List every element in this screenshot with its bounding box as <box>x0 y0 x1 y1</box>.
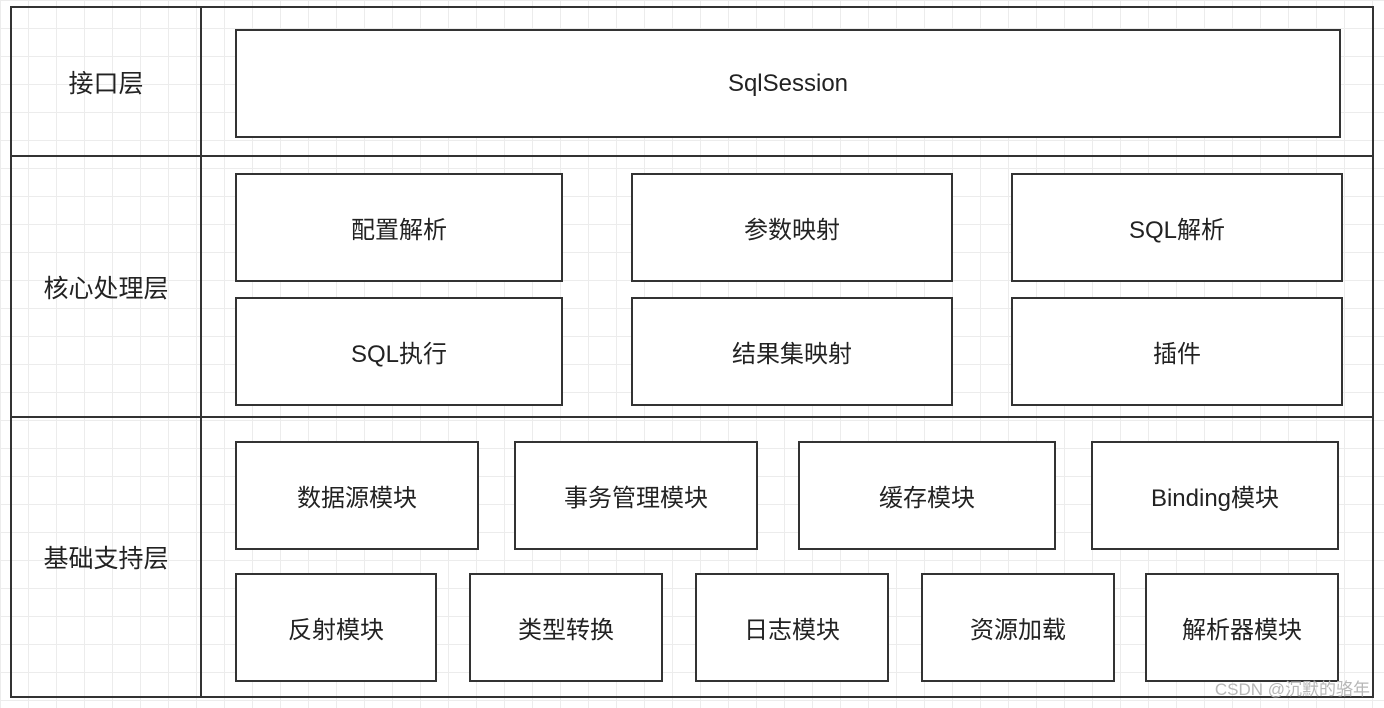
layer-divider-1 <box>10 155 1374 157</box>
module-box-plugin: 插件 <box>1011 297 1343 406</box>
module-box-config-parse: 配置解析 <box>235 173 563 282</box>
module-box-cache: 缓存模块 <box>798 441 1056 550</box>
layer-label-support: 基础支持层 <box>43 545 169 573</box>
module-box-sql-execute: SQL执行 <box>235 297 563 406</box>
csdn-watermark: CSDN @沉默的骆年 <box>1214 680 1370 699</box>
architecture-frame <box>10 6 1374 698</box>
module-box-type-conversion: 类型转换 <box>469 573 663 682</box>
module-box-binding: Binding模块 <box>1091 441 1339 550</box>
layer-divider-2 <box>10 416 1374 418</box>
module-box-datasource: 数据源模块 <box>235 441 479 550</box>
module-box-resource-loading: 资源加载 <box>921 573 1115 682</box>
module-box-sql-parse: SQL解析 <box>1011 173 1343 282</box>
module-box-parser: 解析器模块 <box>1145 573 1339 682</box>
module-box-transaction: 事务管理模块 <box>514 441 758 550</box>
module-box-param-mapping: 参数映射 <box>631 173 953 282</box>
layer-label-interface: 接口层 <box>68 69 144 98</box>
layer-label-core: 核心处理层 <box>43 274 169 303</box>
module-box-logging: 日志模块 <box>695 573 889 682</box>
module-box-resultset-mapping: 结果集映射 <box>631 297 953 406</box>
module-box-sqlsession: SqlSession <box>235 29 1341 138</box>
label-column-divider <box>200 6 202 698</box>
module-box-reflection: 反射模块 <box>235 573 437 682</box>
